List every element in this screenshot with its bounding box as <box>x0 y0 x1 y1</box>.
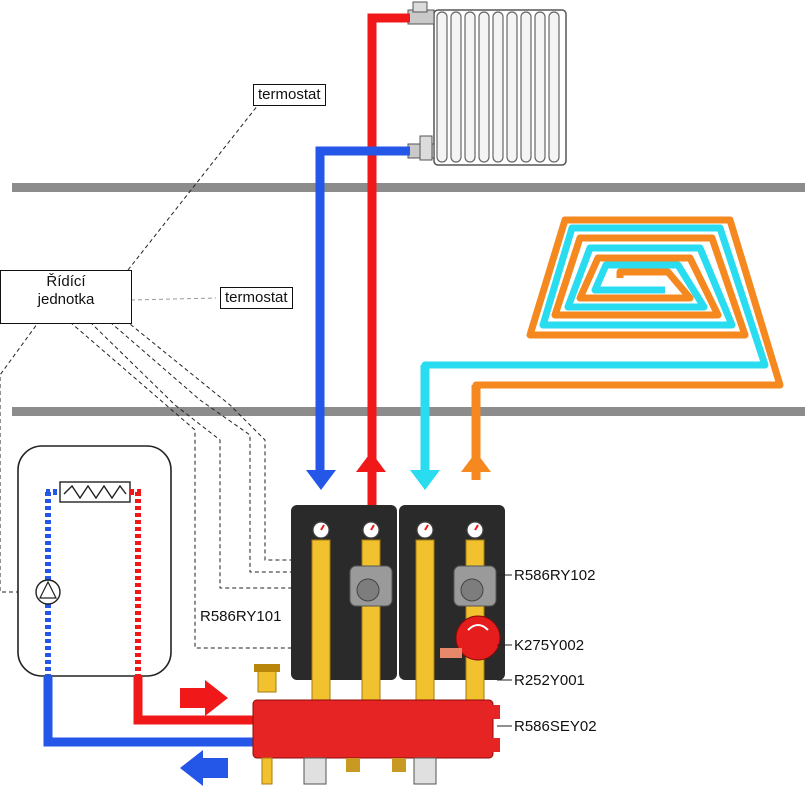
floor-slab-upper <box>12 183 805 192</box>
control-unit-line2: jednotka <box>37 291 95 308</box>
underfloor-heating-loop <box>421 216 784 480</box>
module-right-label: R586RY102 <box>514 567 596 584</box>
tank-return-pipe <box>43 676 260 747</box>
arrow-down-cyan <box>410 470 440 490</box>
separator-label: R586SEY02 <box>514 718 597 735</box>
mixing-valve-actuator <box>440 615 501 661</box>
hydraulic-separator <box>252 664 500 785</box>
arrow-right-red <box>180 680 228 716</box>
circulation-pumps <box>349 565 497 607</box>
mixing-valve-label: K275Y002 <box>514 637 585 654</box>
control-unit-box: Řídící jednotka <box>0 270 132 324</box>
storage-tank <box>17 445 172 677</box>
radiator-return-pipe <box>315 146 410 475</box>
arrow-up-red <box>356 452 386 472</box>
arrow-up-orange <box>461 452 491 472</box>
tank-supply-pipe <box>133 676 260 725</box>
module-left-label: R586RY101 <box>200 608 282 625</box>
radiator <box>407 1 567 166</box>
arrow-down-blue <box>306 470 336 490</box>
thermostat-top-label: termostat <box>253 84 326 106</box>
thermostat-mid-label: termostat <box>220 287 293 309</box>
valve-fitting-label: R252Y001 <box>514 672 585 689</box>
arrow-left-blue <box>180 750 228 786</box>
control-unit-line1: Řídící <box>46 273 86 290</box>
floor-slab-lower <box>12 407 805 416</box>
